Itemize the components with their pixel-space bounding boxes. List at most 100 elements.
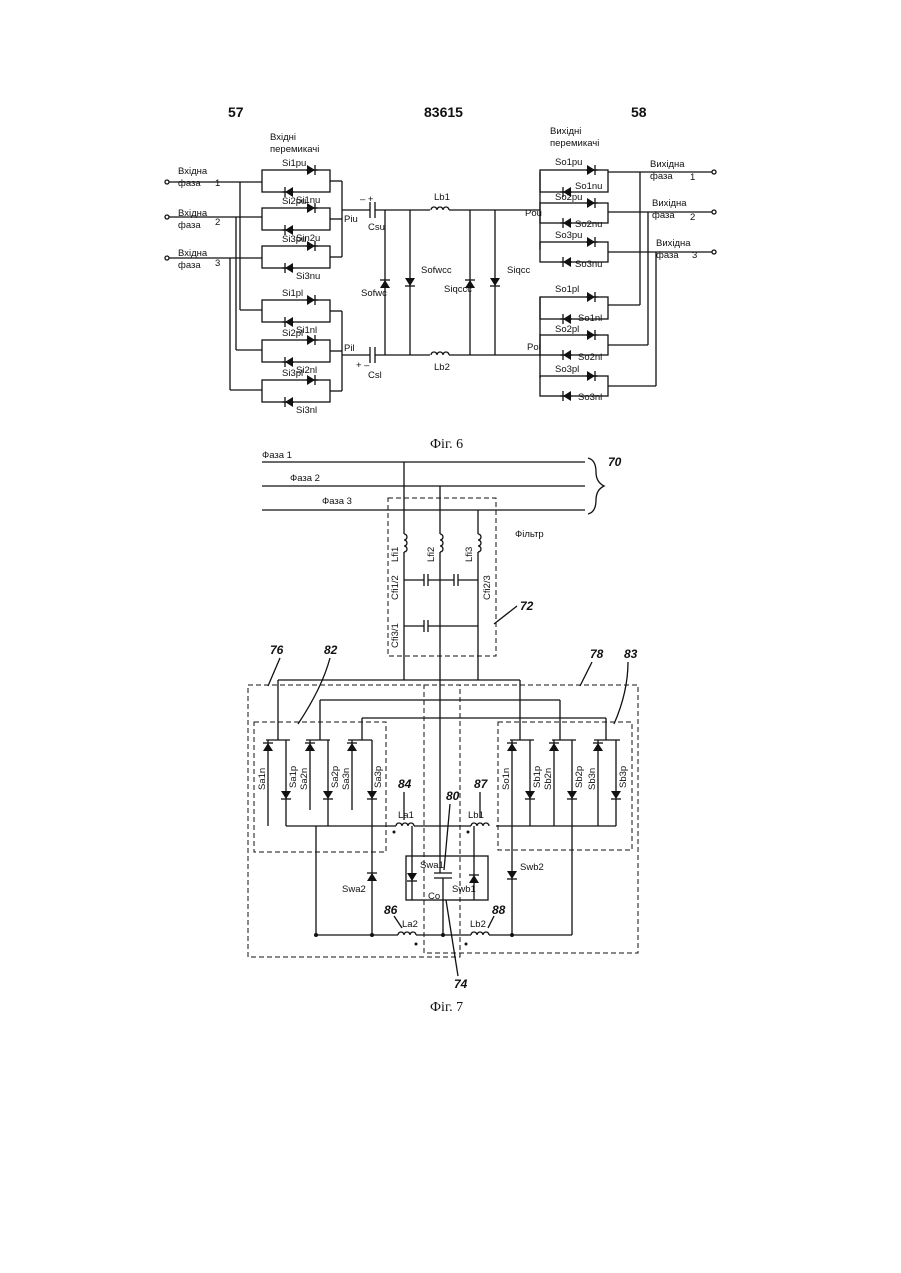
input-phase-1-number: 1 [215, 178, 220, 189]
output-phase-1-label-b: фаза [650, 171, 673, 182]
node-piu: Piu [344, 214, 358, 225]
figure-7-caption: Фіг. 7 [430, 1000, 463, 1016]
switch-label: So1nu [575, 181, 602, 192]
switch-sb2n: Sb2n [543, 768, 554, 790]
switch-swb1: Swb1 [452, 884, 476, 895]
inductor-la1: La1 [398, 810, 414, 821]
ref-88: 88 [492, 903, 506, 917]
switch-swa1: Swa1 [420, 860, 444, 871]
output-phase-2-label-b: фаза [652, 210, 675, 221]
switch-label: Si3nl [296, 405, 317, 416]
phase-3-label: Фаза 3 [322, 496, 352, 507]
filter-inductor-3: Lfi3 [464, 547, 475, 562]
switch-label: So2nl [578, 352, 602, 363]
capacitor-csl: Csl [368, 370, 382, 381]
ref-78: 78 [590, 647, 604, 661]
switch-label: So2pl [555, 324, 579, 335]
output-phase-3-label-a: Вихідна [656, 238, 691, 249]
ref-80: 80 [446, 789, 460, 803]
ref-76: 76 [270, 643, 284, 657]
ref-82: 82 [324, 643, 338, 657]
output-switch-pair-6: So3pl So3nl [540, 364, 608, 403]
input-switches-title-1: Вхідні [270, 132, 296, 143]
switch-label: Si1pu [282, 158, 306, 169]
output-phase-1-number: 1 [690, 172, 695, 183]
output-switches-title-1: Вихідні [550, 126, 581, 137]
input-phase-3-label-b: фаза [178, 260, 201, 271]
phase-1-label: Фаза 1 [262, 450, 292, 461]
capacitor-co: Co [428, 891, 440, 902]
switch-sb3p: Sb3p [618, 766, 629, 788]
switch-sa3n: Sa3n [341, 768, 352, 790]
switch-label: So1pl [555, 284, 579, 295]
switch-sa2p: Sa2p [330, 766, 341, 788]
inductor-lb2: Lb2 [470, 919, 486, 930]
ref-84: 84 [398, 777, 412, 791]
output-switch-pair-3: So3pu So3nu [540, 230, 608, 270]
switch-swa2: Swa2 [342, 884, 366, 895]
output-phase-2-label-a: Вихідна [652, 198, 687, 209]
inductor-lb1: Lb1 [434, 192, 450, 203]
switch-sa3p: Sa3p [373, 766, 384, 788]
inductor-lb1: Lb1 [468, 810, 484, 821]
switch-siqccc: Siqccc [444, 284, 472, 295]
ref-86: 86 [384, 903, 398, 917]
output-phase-3-label-b: фаза [656, 250, 679, 261]
switch-label: Si2pu [282, 196, 306, 207]
input-phase-3-number: 3 [215, 258, 220, 269]
ref-83: 83 [624, 647, 638, 661]
switch-label: So2nu [575, 219, 602, 230]
input-phase-1-label-a: Вхідна [178, 166, 208, 177]
switch-sa2n: Sa2n [299, 768, 310, 790]
filter-inductor-1: Lfi1 [390, 547, 401, 562]
switch-label: So1nl [578, 313, 602, 324]
filter-cap-23: Cfi2/3 [482, 575, 493, 600]
ref-70: 70 [608, 455, 622, 469]
switch-label: Si2pl [282, 328, 303, 339]
figure-6: Вхідні перемикачі Вихідні перемикачі Вхі… [165, 126, 716, 416]
switch-sa1p: Sa1p [288, 766, 299, 788]
input-phase-2-number: 2 [215, 217, 220, 228]
output-switch-pair-5: So2pl So2nl [540, 324, 608, 363]
switch-sb2p: Sb2p [574, 766, 585, 788]
phase-2-label: Фаза 2 [290, 473, 320, 484]
inductor-la2: La2 [402, 919, 418, 930]
ref-72: 72 [520, 599, 534, 613]
switch-sofwc: Sofwc [361, 288, 387, 299]
switch-label: So3nl [578, 392, 602, 403]
switch-label: Si3nu [296, 271, 320, 282]
inductor-lb2: Lb2 [434, 362, 450, 373]
figure-6-caption: Фіг. 6 [430, 437, 463, 453]
switch-label: Si3pl [282, 368, 303, 379]
filter-cap-12: Cfi1/2 [390, 575, 401, 600]
filter-inductor-2: Lfi2 [426, 547, 437, 562]
switch-label: So3pu [555, 230, 582, 241]
switch-label: Si1pl [282, 288, 303, 299]
node-pol: Pol [527, 342, 541, 353]
switch-swb2: Swb2 [520, 862, 544, 873]
ref-87: 87 [474, 777, 489, 791]
output-phase-3-number: 3 [692, 250, 697, 261]
filter-cap-31: Cfi3/1 [390, 623, 401, 648]
left-switch-bank [254, 722, 386, 852]
right-switch-bank [498, 722, 632, 850]
filter-label: Фільтр [515, 529, 544, 540]
switch-label: So2pu [555, 192, 582, 203]
csu-polarity: – + [360, 194, 374, 205]
ref-74: 74 [454, 977, 468, 991]
switch-label: So3pl [555, 364, 579, 375]
switch-label: So3nu [575, 259, 602, 270]
switch-label: So1pu [555, 157, 582, 168]
output-switches-title-2: перемикачі [550, 138, 599, 149]
input-phase-2-label-b: фаза [178, 220, 201, 231]
input-switch-pair-6: Si3pl Si3nl [262, 368, 330, 416]
output-switch-pair-2: So2pu So2nu [540, 192, 608, 230]
switch-sa1n: Sa1n [257, 768, 268, 790]
switch-sb1p: Sb1p [532, 766, 543, 788]
output-switch-pair-4: So1pl So1nl [540, 284, 608, 324]
output-switch-pair-1: So1pu So1nu [540, 157, 608, 197]
left-module-box [248, 685, 460, 957]
node-pil: Pil [344, 343, 355, 354]
output-phase-1-label-a: Вихідна [650, 159, 685, 170]
figure-7: Фаза 1 Фаза 2 Фаза 3 70 Фільтр 72 Lfi1 L… [248, 450, 638, 991]
